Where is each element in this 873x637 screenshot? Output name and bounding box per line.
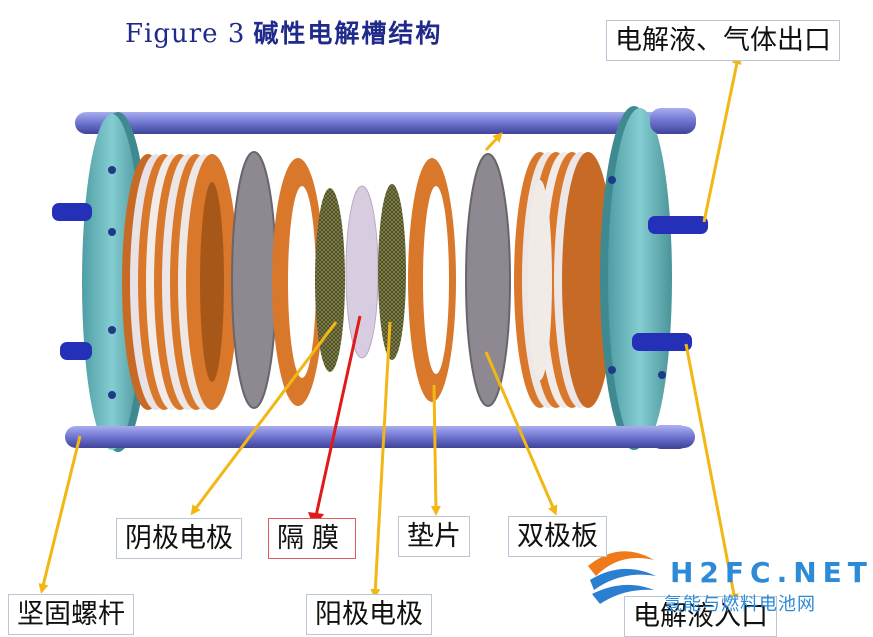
bipolar-plate-right [465,153,511,407]
figure-title-en: Figure 3 [125,19,246,49]
gasket-right [408,158,456,402]
cathode-mesh [315,188,345,372]
label-outlet: 电解液、气体出口 [606,20,840,61]
gasket-left [272,158,324,406]
label-tie-rod: 坚固螺杆 [8,594,134,635]
end-plate-right [600,106,672,450]
diaphragm-disc [345,185,379,359]
tie-rod-bottom [65,426,695,448]
tie-rod-top [75,112,695,134]
watermark-logo-text: H2FC.NET [670,556,873,589]
label-cathode: 阴极电极 [116,518,242,559]
label-anode: 阳极电极 [306,594,432,635]
left-nozzles [52,203,92,360]
label-bipolar-plate: 双极板 [508,516,607,557]
bipolar-plate-left [231,151,277,409]
figure-title-cn: 碱性电解槽结构 [253,19,443,48]
electrolyzer-drawing [38,54,742,604]
label-gasket: 垫片 [398,516,470,557]
label-diaphragm: 隔膜 [268,518,356,559]
anode-mesh [378,184,406,360]
leader-arrows [38,54,742,604]
left-ring-stack [122,154,238,410]
watermark-subtitle: 氢能与燃料电池网 [664,594,816,615]
right-ring-stack [514,152,614,408]
